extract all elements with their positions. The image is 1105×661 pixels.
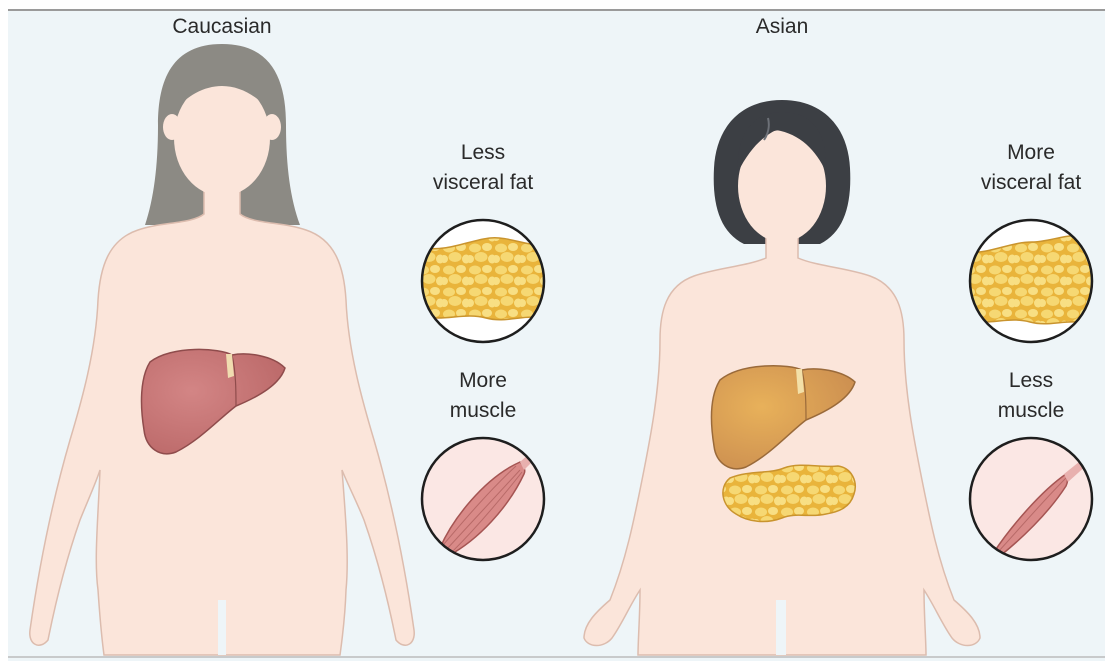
caucasian-fat-label-line2: visceral fat — [403, 168, 563, 198]
less-visceral-fat-icon — [422, 220, 546, 342]
asian-muscle-label-line2: muscle — [951, 396, 1105, 426]
more-visceral-fat-icon — [968, 220, 1094, 342]
caucasian-right-ear — [263, 114, 281, 140]
caucasian-leg-gap — [218, 600, 226, 655]
asian-title: Asian — [682, 12, 882, 42]
caucasian-muscle-label: More muscle — [403, 366, 563, 426]
asian-fat-label-line2: visceral fat — [951, 168, 1105, 198]
caucasian-muscle-label-line2: muscle — [403, 396, 563, 426]
asian-fat-label: More visceral fat — [951, 138, 1105, 198]
asian-fat-label-line1: More — [951, 138, 1105, 168]
caucasian-muscle-label-line1: More — [403, 366, 563, 396]
caucasian-title: Caucasian — [122, 12, 322, 42]
caucasian-left-ear — [163, 114, 181, 140]
asian-muscle-label-line1: Less — [951, 366, 1105, 396]
caucasian-fat-label-line1: Less — [403, 138, 563, 168]
asian-muscle-label: Less muscle — [951, 366, 1105, 426]
asian-leg-gap — [776, 600, 786, 655]
caucasian-fat-label: Less visceral fat — [403, 138, 563, 198]
